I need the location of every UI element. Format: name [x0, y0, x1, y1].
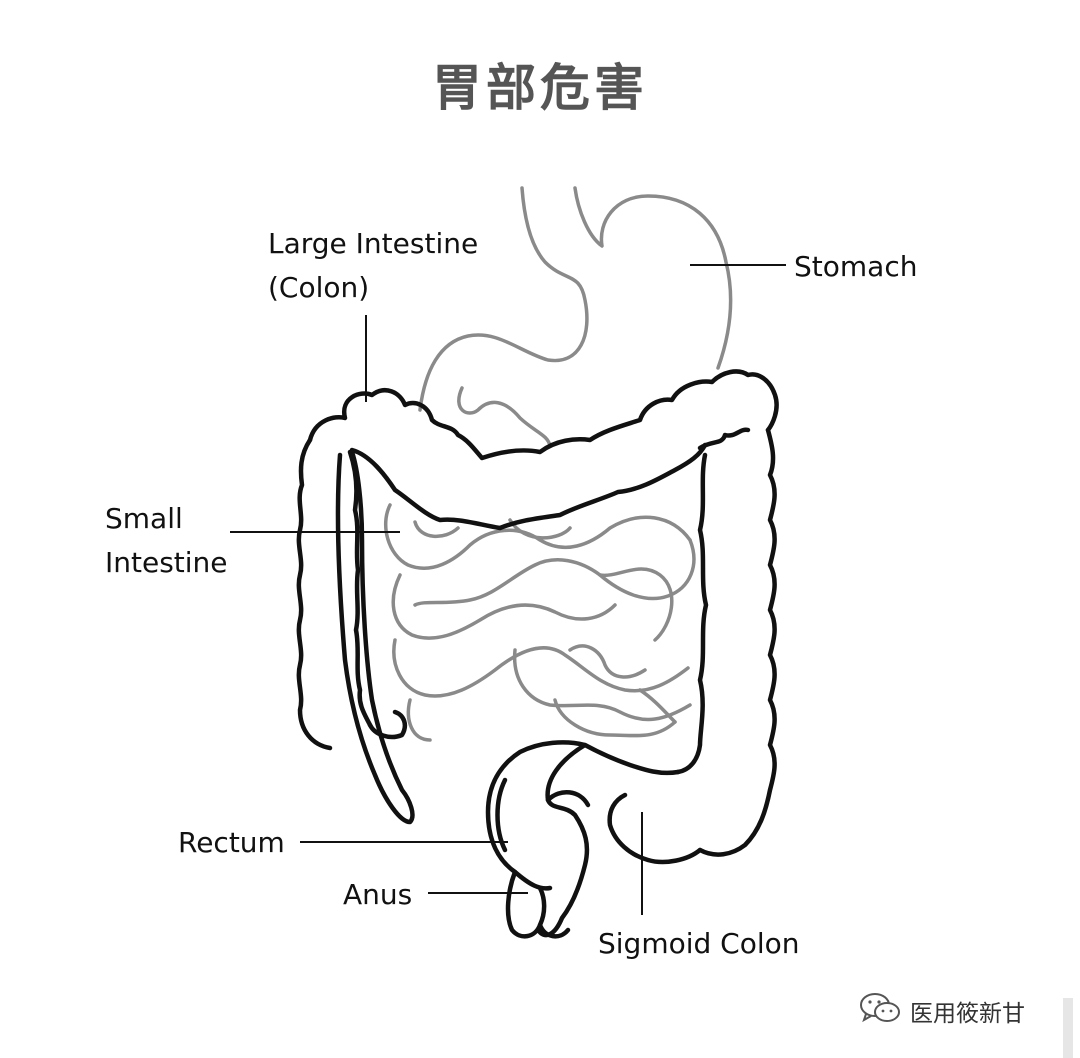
large-intestine-shape — [299, 371, 777, 936]
label-anus: Anus — [343, 878, 412, 911]
label-rectum: Rectum — [178, 826, 285, 859]
label-small-intestine-line1: Small — [105, 502, 183, 535]
watermark-text: 医用筱新甘 — [910, 994, 1025, 1028]
label-small-intestine-line2: Intestine — [105, 546, 228, 579]
small-intestine-shape — [386, 505, 694, 740]
scroll-edge — [1063, 998, 1073, 1058]
label-sigmoid-colon: Sigmoid Colon — [598, 927, 800, 960]
label-large-intestine-line1: Large Intestine — [268, 227, 478, 260]
wechat-icon — [858, 992, 902, 1030]
label-stomach: Stomach — [794, 250, 917, 283]
label-large-intestine-line2: (Colon) — [268, 271, 369, 304]
watermark: 医用筱新甘 — [858, 994, 1025, 1028]
